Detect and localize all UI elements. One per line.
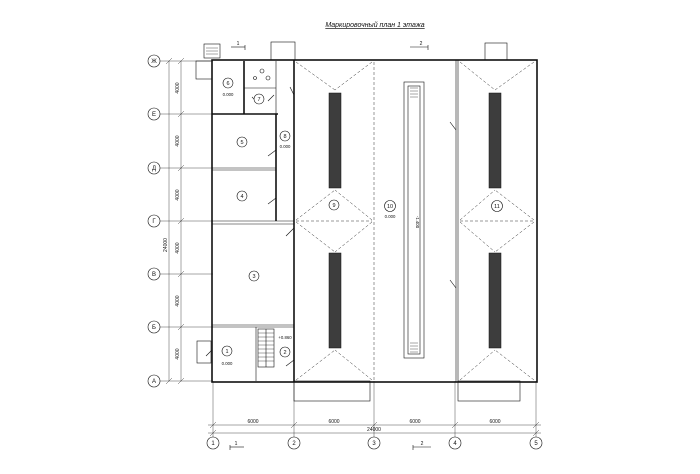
svg-text:В: В [152,272,156,278]
entrance-canopies [195,41,521,402]
hall-guides [295,61,535,381]
room-marker-11: 11 [491,200,503,212]
svg-text:2: 2 [292,441,296,447]
room-marker-8: 8 0.000 [280,130,291,149]
svg-text:24000: 24000 [367,427,381,433]
svg-text:4: 4 [240,194,243,200]
svg-text:0.000: 0.000 [280,144,291,149]
axis-marker-1: 1 [206,436,220,450]
svg-text:8: 8 [283,134,286,140]
svg-text:1: 1 [235,441,238,447]
room-marker-1: 1 0.000 [222,345,233,366]
svg-text:6000: 6000 [247,419,258,425]
stairs [257,328,275,368]
svg-text:Д: Д [152,166,156,172]
room-marker-7: 7 [253,93,265,105]
axis-marker-e: Е [147,107,161,121]
svg-text:6: 6 [226,81,229,87]
svg-text:0.000: 0.000 [222,361,233,366]
inspection-pit: -1.400 [403,81,425,359]
svg-text:5: 5 [240,140,243,146]
svg-text:Б: Б [152,325,156,331]
svg-text:Г: Г [152,219,156,225]
svg-text:4000: 4000 [175,189,181,200]
left-dimension-chain: 4000 4000 4000 4000 4000 4000 24000 [163,57,185,385]
svg-text:4000: 4000 [175,348,181,359]
svg-text:6000: 6000 [328,419,339,425]
svg-text:+0.860: +0.860 [278,335,292,340]
axis-marker-b: Б [147,320,161,334]
building-walls [211,59,538,383]
room-marker-9: 9 [328,199,340,211]
svg-text:Е: Е [152,112,156,118]
room-marker-3: 3 [248,270,260,282]
svg-text:4000: 4000 [175,295,181,306]
axis-marker-3: 3 [367,436,381,450]
svg-text:11: 11 [494,204,500,210]
axis-marker-5: 5 [529,436,543,450]
svg-text:6000: 6000 [489,419,500,425]
svg-text:1: 1 [225,349,228,355]
pit-elevation: -1.400 [415,216,420,229]
svg-text:2: 2 [283,350,286,356]
room-marker-10: 10 0.000 [384,200,396,219]
svg-text:24000: 24000 [163,238,169,252]
svg-text:10: 10 [387,204,393,210]
vertical-axes: 1 2 3 4 5 [206,381,543,450]
skylights [328,92,502,349]
svg-text:4000: 4000 [175,242,181,253]
svg-text:4000: 4000 [175,135,181,146]
svg-text:А: А [152,379,156,385]
skylight-1 [328,92,342,189]
section-marks: 1 2 1 2 [229,41,431,450]
skylight-4 [488,252,502,349]
skylight-2 [328,252,342,349]
svg-text:1: 1 [211,441,215,447]
svg-text:0.000: 0.000 [223,92,234,97]
room-marker-6: 6 0.000 [223,77,234,97]
room-marker-4: 4 [236,190,248,202]
room-marker-2: 2 +0.860 [278,335,292,358]
svg-text:2: 2 [421,441,424,447]
axis-marker-2: 2 [287,436,301,450]
skylight-3 [488,92,502,189]
plan-title: Маркировочный план 1 этажа [325,21,424,29]
bottom-dimension-chain: 6000 6000 6000 6000 24000 [208,419,541,437]
svg-text:5: 5 [534,441,538,447]
svg-text:4: 4 [453,441,457,447]
axis-marker-a: А [147,374,161,388]
svg-text:6000: 6000 [409,419,420,425]
axis-marker-d: Д [147,161,161,175]
svg-text:Ж: Ж [151,59,157,65]
svg-text:2: 2 [420,41,423,47]
svg-text:9: 9 [332,203,335,209]
room-marker-5: 5 [236,136,248,148]
svg-text:7: 7 [257,97,260,103]
horizontal-axes: Ж Е Д Г В Б А [147,54,213,388]
axis-marker-4: 4 [448,436,462,450]
axis-marker-g: Г [147,214,161,228]
axis-marker-v: В [147,267,161,281]
svg-text:1: 1 [237,41,240,47]
svg-text:4000: 4000 [175,82,181,93]
axis-marker-zh: Ж [147,54,161,68]
svg-text:3: 3 [372,441,376,447]
svg-text:0.000: 0.000 [385,214,396,219]
svg-text:3: 3 [252,274,255,280]
